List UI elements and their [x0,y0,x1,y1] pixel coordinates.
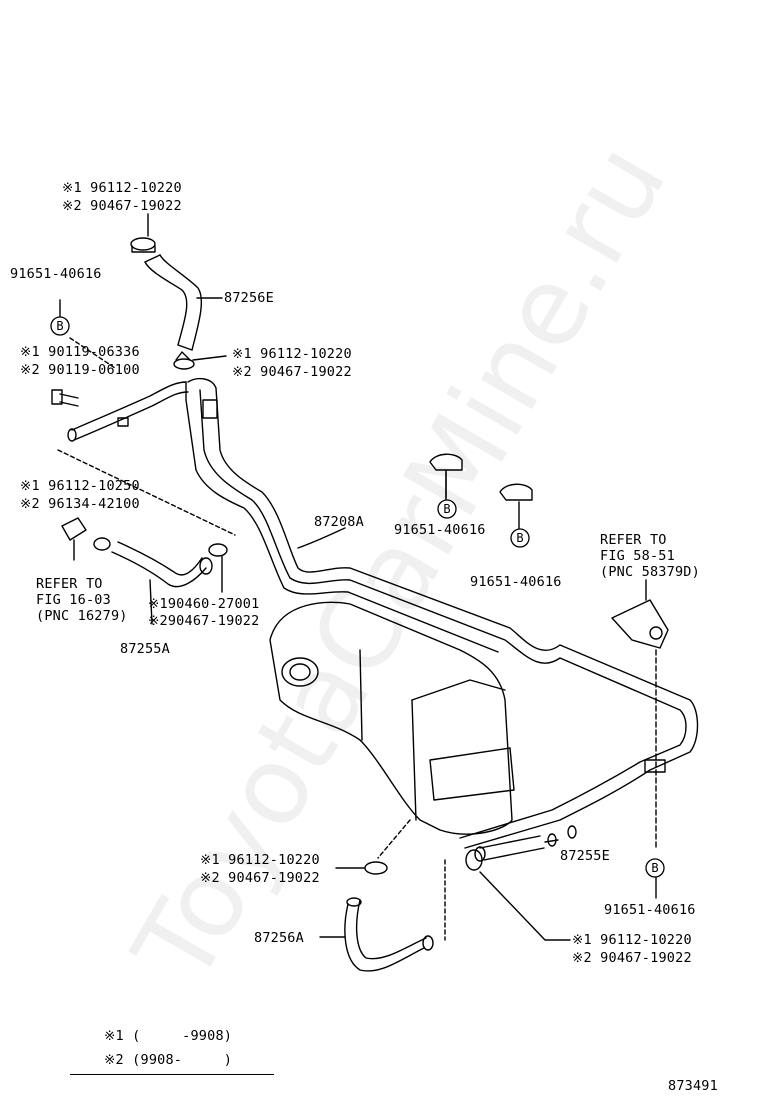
label-clip-tank-2: ※2 90467-19022 [200,870,320,886]
leader-87208a [297,527,346,549]
label-top-clip-1: ※1 96112-10220 [62,180,182,196]
label-clip-low-2: ※290467-19022 [148,613,260,629]
clamp-top [130,237,156,253]
diagram-number: 873491 [668,1078,718,1094]
label-bolt-1: ※1 90119-06336 [20,344,140,360]
label-87208a: 87208A [314,514,364,530]
marker-b-left-text: B [56,319,63,333]
label-bolt-2: ※2 90119-06100 [20,362,140,378]
label-clip-left-1: ※1 96112-10250 [20,478,140,494]
hose-87255e [474,825,577,862]
marker-b-right [645,858,665,878]
marker-b-left [50,316,70,336]
label-clip-mid-2: ※2 90467-19022 [232,364,352,380]
leader-tank [377,819,411,859]
clamp-center-2 [499,483,533,529]
label-refer-left-2: FIG 16-03 [36,592,111,608]
label-clip-bottom-2: ※2 90467-19022 [572,950,692,966]
leader-dashed-left [57,449,236,536]
connector-left [61,517,87,561]
hose-87256a [319,897,434,972]
label-87256e: 87256E [224,290,274,306]
label-refer-right-1: REFER TO [600,532,667,548]
pipe-branch-left [67,381,189,442]
label-clamp-right: 91651-40616 [604,902,696,918]
fuel-tank [269,601,515,835]
label-clamp-center-1: 91651-40616 [394,522,486,538]
marker-b-center-2-text: B [516,531,523,545]
hose-87255a [93,537,228,625]
pipe-87208a [185,377,699,849]
label-clip-bottom-1: ※1 96112-10220 [572,932,692,948]
legend-2: ※2 (9908- ) [104,1052,233,1068]
label-clip-left-2: ※2 96134-42100 [20,496,140,512]
marker-b-center-1-text: B [443,502,450,516]
label-top-clip-2: ※2 90467-19022 [62,198,182,214]
label-87255e: 87255E [560,848,610,864]
clamp-mid [173,351,227,370]
legend-underline [70,1074,274,1075]
legend-1: ※1 ( -9908) [104,1028,233,1044]
clamp-tank [335,861,388,875]
label-87255a: 87255A [120,641,170,657]
label-clip-low-1: ※190460-27001 [148,596,260,612]
label-refer-left-1: REFER TO [36,576,103,592]
label-clamp-left: 91651-40616 [10,266,102,282]
leader-b-left [69,337,116,369]
marker-b-right-text: B [651,861,658,875]
label-clip-mid-1: ※1 96112-10220 [232,346,352,362]
hose-87256e [144,254,223,351]
marker-b-center-2 [510,528,530,548]
marker-b-center-1 [437,499,457,519]
clamp-bottom [465,849,571,941]
label-refer-right-2: FIG 58-51 [600,548,675,564]
label-clip-tank-1: ※1 96112-10220 [200,852,320,868]
bolt [51,389,79,407]
label-87256a: 87256A [254,930,304,946]
label-clamp-center-2: 91651-40616 [470,574,562,590]
label-refer-left-3: (PNC 16279) [36,608,128,624]
label-refer-right-3: (PNC 58379D) [600,564,700,580]
bracket-right [611,579,669,849]
